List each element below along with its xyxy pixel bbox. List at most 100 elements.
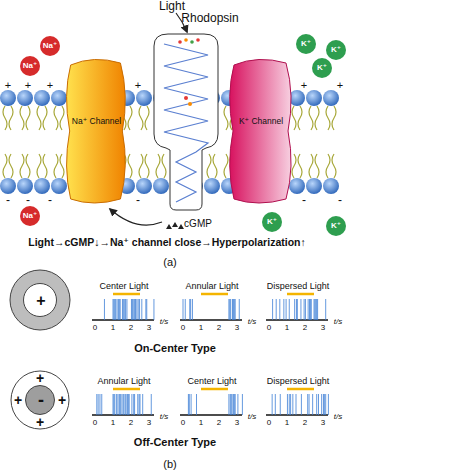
- retinal-dot: [196, 38, 200, 42]
- lipid-head: [17, 90, 33, 106]
- ion-label: K⁺: [326, 216, 346, 236]
- spike: [114, 299, 115, 320]
- charge-sign: +: [301, 80, 307, 91]
- spike: [301, 394, 302, 415]
- receptive-field-surround: ++++-: [2, 362, 78, 438]
- spike: [124, 299, 125, 320]
- lipid-head: [34, 90, 50, 106]
- lipid-tail: [54, 154, 58, 178]
- stimulus-bar: [113, 388, 140, 391]
- panel-label: (b): [163, 459, 176, 470]
- channel-body: [230, 59, 291, 203]
- spike: [237, 394, 238, 415]
- ion-label: Na⁺: [20, 206, 40, 226]
- spike: [132, 299, 133, 320]
- axis-unit: t/s: [160, 318, 168, 326]
- lipid-tail: [60, 106, 64, 130]
- spike: [135, 299, 136, 320]
- spike: [151, 394, 152, 415]
- spike: [272, 394, 273, 415]
- spike: [131, 299, 132, 320]
- spike: [228, 394, 229, 415]
- polarity-sign: +: [14, 393, 22, 407]
- polarity-sign: +: [36, 371, 44, 385]
- spike: [300, 299, 301, 320]
- spike: [318, 394, 319, 415]
- spike: [196, 394, 197, 415]
- axis-tick: 0: [181, 324, 185, 332]
- ion-label: Na⁺: [20, 56, 40, 76]
- lipid-tail: [9, 154, 13, 178]
- spike: [315, 299, 316, 320]
- spike: [308, 299, 309, 320]
- spike: [99, 394, 100, 415]
- charge-sign: -: [48, 194, 52, 206]
- spike: [312, 394, 313, 415]
- cgmp-arrow: [110, 209, 162, 225]
- lipid-tail: [315, 106, 319, 130]
- spike: [191, 394, 192, 415]
- spike: [188, 394, 189, 415]
- lipid-tail: [292, 106, 296, 130]
- spike: [289, 394, 290, 415]
- spike: [122, 394, 123, 415]
- spike: [235, 299, 236, 320]
- spike: [133, 299, 134, 320]
- lipid-tail: [3, 106, 7, 130]
- axis-tick: 1: [285, 324, 289, 332]
- spike: [287, 394, 288, 415]
- retinal-dot: [178, 40, 182, 44]
- spike: [316, 394, 317, 415]
- receptive-field-surround: [10, 270, 70, 330]
- spike: [101, 394, 102, 415]
- spike: [275, 394, 276, 415]
- lipid-tail: [224, 106, 228, 130]
- spike-train: [266, 389, 328, 415]
- axis-tick: 3: [321, 324, 325, 332]
- ion-channel: K⁺ Channel: [226, 55, 296, 207]
- lipid-tail: [332, 106, 336, 130]
- channel-outline: [226, 55, 296, 207]
- spike: [189, 394, 190, 415]
- ion-label: K⁺: [296, 34, 316, 54]
- light-label: Light: [159, 0, 185, 12]
- charge-sign: +: [5, 80, 11, 91]
- axis-unit: t/s: [334, 318, 342, 326]
- spike: [123, 394, 124, 415]
- stimulus-label: Center Light: [99, 282, 148, 291]
- spike: [314, 299, 315, 320]
- spike: [242, 394, 243, 415]
- lipid-head: [323, 178, 339, 194]
- spike: [96, 394, 97, 415]
- lipid-tail: [156, 154, 160, 178]
- spike: [317, 299, 318, 320]
- stimulus-label: Dispersed Light: [267, 377, 330, 386]
- axis-unit: t/s: [160, 413, 168, 421]
- receptive-field-center: +: [23, 283, 57, 317]
- lipid-tail: [43, 106, 47, 130]
- spike: [286, 299, 287, 320]
- lipid-tail: [224, 154, 228, 178]
- spike: [283, 299, 284, 320]
- spike: [131, 394, 132, 415]
- spike: [128, 394, 129, 415]
- lipid-tail: [43, 154, 47, 178]
- charge-sign: -: [6, 194, 10, 206]
- spike: [116, 394, 117, 415]
- spike: [141, 299, 142, 320]
- lipid-head: [51, 178, 67, 194]
- spike-train: [266, 294, 328, 320]
- stimulus-label: Center Light: [187, 377, 236, 386]
- lipid-tail: [309, 106, 313, 130]
- spike: [142, 394, 143, 415]
- spike: [311, 299, 312, 320]
- type-label: On-Center Type: [134, 343, 216, 354]
- lipid-head: [289, 178, 305, 194]
- spike: [280, 394, 281, 415]
- axis-tick: 1: [285, 419, 289, 427]
- spike: [140, 394, 141, 415]
- spike: [239, 299, 240, 320]
- protein-helix: [164, 44, 208, 202]
- lipid-tail: [20, 106, 24, 130]
- surround-circle: [11, 371, 69, 429]
